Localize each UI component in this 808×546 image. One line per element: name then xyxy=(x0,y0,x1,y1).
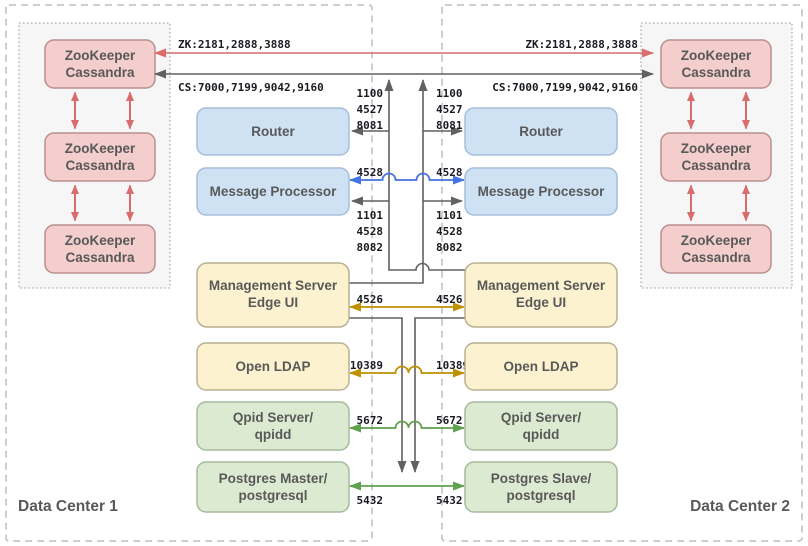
open-ldap-box-dc1 xyxy=(196,342,350,391)
zk-node-label-line1: ZooKeeper xyxy=(681,48,752,63)
cs-ports-label-left: CS:7000,7199,9042,9160 xyxy=(178,81,324,94)
zk-nodes-dc1: ZooKeeper Cassandra ZooKeeper Cassandra … xyxy=(44,39,156,274)
zk-node-label-line1: ZooKeeper xyxy=(65,141,136,156)
ldap-port-label: 10389 xyxy=(350,359,383,372)
mp-port-label: 1101 xyxy=(436,209,463,222)
zk-node-box xyxy=(660,224,772,274)
ms-dc2-to-postgres-link xyxy=(410,317,465,473)
router-port-label: 1100 xyxy=(357,87,384,100)
zk-node-box xyxy=(44,224,156,274)
zk-node-label-line1: ZooKeeper xyxy=(681,141,752,156)
management-server-box-dc2 xyxy=(464,262,618,328)
qpid-label-line2: qpidd xyxy=(523,427,560,442)
management-server-label-line1: Management Server xyxy=(209,278,338,293)
message-processor-box-dc2 xyxy=(464,167,618,216)
zk-node-box xyxy=(660,39,772,89)
qpid-label-line1: Qpid Server/ xyxy=(501,410,582,425)
zk-node-label-line2: Cassandra xyxy=(681,158,751,173)
zk-ports-label-left: ZK:2181,2888,3888 xyxy=(178,38,291,51)
ms-port-label: 4526 xyxy=(357,293,384,306)
router-port-label: 8081 xyxy=(436,119,463,132)
router-label: Router xyxy=(251,124,295,139)
mp-port-label: 4528 xyxy=(436,225,463,238)
router-port-label: 4527 xyxy=(436,103,463,116)
message-processor-box-dc1 xyxy=(196,167,350,216)
postgres-master-label-line2: postgresql xyxy=(238,488,307,503)
qpid-port-label: 5672 xyxy=(357,414,384,427)
mp-cross-dc-link xyxy=(349,172,465,185)
zk-node-label-line2: Cassandra xyxy=(681,65,751,80)
bus-ms-dc1-to-dc2 xyxy=(349,79,428,284)
postgres-slave-label-line1: Postgres Slave/ xyxy=(491,471,592,486)
management-server-label-line2: Edge UI xyxy=(516,295,566,310)
zk-node-label-line2: Cassandra xyxy=(65,65,135,80)
zk-node-box xyxy=(660,132,772,182)
qpid-label-line1: Qpid Server/ xyxy=(233,410,314,425)
open-ldap-label: Open LDAP xyxy=(235,359,310,374)
zk-node-label-line2: Cassandra xyxy=(681,250,751,265)
components-dc2: Router Message Processor Management Serv… xyxy=(464,107,618,513)
router-label: Router xyxy=(519,124,563,139)
cs-ports-label-right: CS:7000,7199,9042,9160 xyxy=(492,81,638,94)
dc2-label: Data Center 2 xyxy=(690,498,790,515)
postgres-slave-box xyxy=(464,461,618,513)
ldap-cross-dc-link xyxy=(349,365,465,378)
router-port-label: 8081 xyxy=(357,119,384,132)
open-ldap-label: Open LDAP xyxy=(503,359,578,374)
router-box-dc2 xyxy=(464,107,618,156)
zk-node-label-line2: Cassandra xyxy=(65,158,135,173)
mp-port-label: 4528 xyxy=(436,166,463,179)
zk-nodes-dc2: ZooKeeper Cassandra ZooKeeper Cassandra … xyxy=(660,39,772,274)
zk-node-label-line1: ZooKeeper xyxy=(65,233,136,248)
components-dc1: Router Message Processor Management Serv… xyxy=(196,107,350,513)
open-ldap-box-dc2 xyxy=(464,342,618,391)
mp-port-label: 4528 xyxy=(357,225,384,238)
router-port-label: 1100 xyxy=(436,87,463,100)
ms-dc1-to-postgres-link xyxy=(349,317,407,473)
zk-node-box xyxy=(44,39,156,89)
postgres-master-box xyxy=(196,461,350,513)
management-server-box-dc1 xyxy=(196,262,350,328)
zk-node-label-line1: ZooKeeper xyxy=(681,233,752,248)
ldap-port-label: 10389 xyxy=(436,359,469,372)
zk-node-label-line1: ZooKeeper xyxy=(65,48,136,63)
router-box-dc1 xyxy=(196,107,350,156)
mp-port-label: 4528 xyxy=(357,166,384,179)
ms-port-label: 4526 xyxy=(436,293,463,306)
pg-port-label: 5432 xyxy=(357,494,384,507)
dc2-boundary xyxy=(441,4,803,542)
message-processor-label: Message Processor xyxy=(210,184,338,199)
management-server-label-line2: Edge UI xyxy=(248,295,298,310)
postgres-slave-label-line2: postgresql xyxy=(506,488,575,503)
zk-node-label-line2: Cassandra xyxy=(65,250,135,265)
mp-port-label: 1101 xyxy=(357,209,384,222)
qpid-box-dc2 xyxy=(464,401,618,451)
mp-port-label: 8082 xyxy=(436,241,463,254)
pg-port-label: 5432 xyxy=(436,494,463,507)
bus-ms-dc2-to-dc1 xyxy=(384,79,465,271)
qpid-cross-dc-link xyxy=(349,420,465,433)
router-port-label: 4527 xyxy=(357,103,384,116)
zk-node-box xyxy=(44,132,156,182)
message-processor-label: Message Processor xyxy=(478,184,606,199)
postgres-master-label-line1: Postgres Master/ xyxy=(219,471,328,486)
dc1-label: Data Center 1 xyxy=(18,498,118,515)
qpid-port-label: 5672 xyxy=(436,414,463,427)
qpid-label-line2: qpidd xyxy=(255,427,292,442)
mp-port-label: 8082 xyxy=(357,241,384,254)
qpid-box-dc1 xyxy=(196,401,350,451)
management-server-label-line1: Management Server xyxy=(477,278,606,293)
dc1-boundary xyxy=(5,4,373,542)
zk-ports-label-right: ZK:2181,2888,3888 xyxy=(525,38,638,51)
